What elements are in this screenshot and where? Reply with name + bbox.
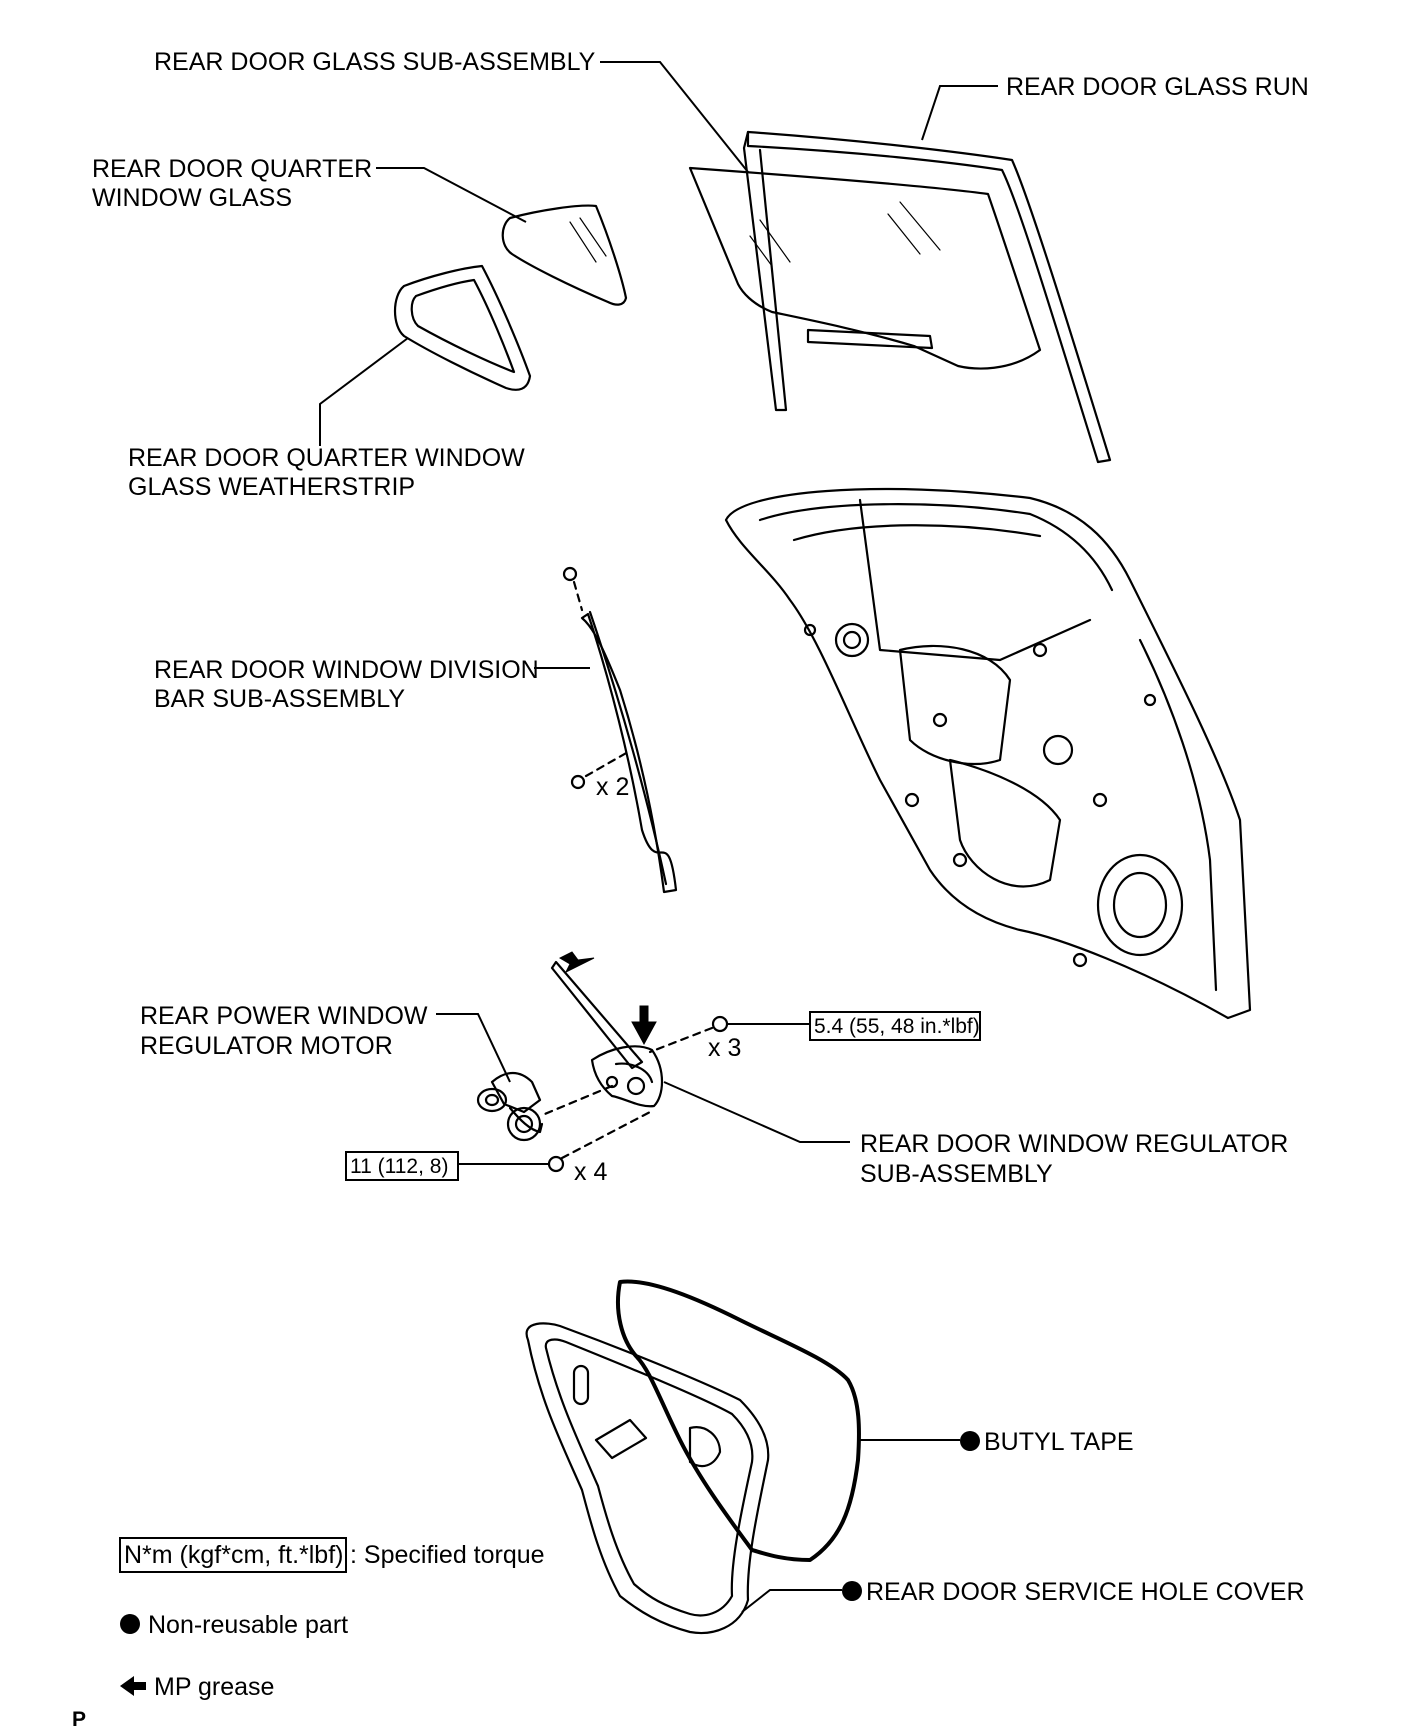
- mp-grease-arrow: [631, 1005, 657, 1046]
- torque-regulator: 5.4 (55, 48 in.*lbf): [814, 1015, 980, 1038]
- label-rear-door-glass-run: REAR DOOR GLASS RUN: [1006, 73, 1309, 101]
- label-butyl-tape: BUTYL TAPE: [984, 1428, 1134, 1456]
- rear-power-window-regulator-motor: [476, 1071, 544, 1142]
- rear-door-glass-sub-assembly: [688, 166, 1042, 370]
- mp-grease-arrow: [558, 951, 595, 974]
- leader-line: [663, 1081, 850, 1143]
- rear-door-window-division-bar: [562, 566, 678, 894]
- legend-non-reusable-part: Non-reusable part: [148, 1611, 348, 1639]
- regulator-bolt: [538, 1015, 729, 1118]
- label-quarter-weatherstrip-1: REAR DOOR QUARTER WINDOW: [128, 444, 525, 472]
- motor-bolt: [547, 1110, 652, 1173]
- rear-door-glass-run: [742, 130, 1112, 464]
- rear-door-quarter-window-glass: [501, 204, 628, 306]
- leader-line: [600, 61, 749, 173]
- label-regulator-motor-2: REGULATOR MOTOR: [140, 1032, 393, 1060]
- torque-motor: 11 (112, 8): [350, 1155, 448, 1178]
- butyl-tape: [615, 1279, 861, 1562]
- label-regulator-motor-1: REAR POWER WINDOW: [140, 1002, 428, 1030]
- non-reusable-mark: [842, 1581, 862, 1601]
- label-regulator-sub-assembly-1: REAR DOOR WINDOW REGULATOR: [860, 1130, 1288, 1158]
- label-quarter-weatherstrip-2: GLASS WEATHERSTRIP: [128, 473, 415, 501]
- legend-mp-grease-arrow: [120, 1676, 146, 1696]
- qty-regulator-bolts: x 3: [708, 1034, 741, 1062]
- legend-non-reusable-mark: [120, 1614, 140, 1634]
- torque-box-motor: [345, 1151, 459, 1181]
- torque-box-regulator: [809, 1011, 981, 1041]
- label-quarter-window-glass-1: REAR DOOR QUARTER: [92, 155, 372, 183]
- label-division-bar-1: REAR DOOR WINDOW DIVISION: [154, 656, 539, 684]
- legend-specified-torque: : Specified torque: [350, 1541, 545, 1569]
- qty-division-bar-bolts: x 2: [596, 773, 629, 801]
- leader-line: [436, 1013, 511, 1083]
- label-division-bar-2: BAR SUB-ASSEMBLY: [154, 685, 405, 713]
- leader-line: [376, 167, 527, 223]
- legend-mp-grease: MP grease: [154, 1673, 274, 1701]
- legend-torque-box: [119, 1537, 347, 1573]
- label-rear-door-glass-sub-assembly: REAR DOOR GLASS SUB-ASSEMBLY: [154, 48, 596, 76]
- corner-mark: P: [72, 1708, 86, 1731]
- label-regulator-sub-assembly-2: SUB-ASSEMBLY: [860, 1160, 1053, 1188]
- qty-motor-bolts: x 4: [574, 1158, 607, 1186]
- rear-door-quarter-window-glass-weatherstrip: [393, 264, 532, 391]
- legend-torque-units: N*m (kgf*cm, ft.*lbf): [124, 1541, 343, 1569]
- leader-line: [319, 337, 409, 446]
- leader-line: [741, 1589, 842, 1613]
- label-service-hole-cover: REAR DOOR SERVICE HOLE COVER: [866, 1578, 1305, 1606]
- rear-door-service-hole-cover: [525, 1322, 770, 1634]
- label-quarter-window-glass-2: WINDOW GLASS: [92, 184, 292, 212]
- non-reusable-mark: [960, 1431, 980, 1451]
- rear-door-panel: [724, 487, 1252, 1020]
- leader-line: [921, 85, 998, 141]
